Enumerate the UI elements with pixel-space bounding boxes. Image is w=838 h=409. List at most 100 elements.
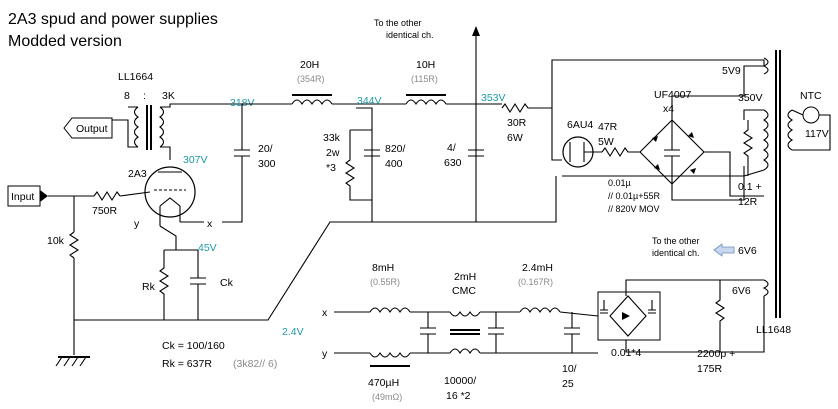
resistor-30r bbox=[501, 102, 552, 114]
bridge-top-wire bbox=[671, 65, 764, 120]
arrow-left-icon bbox=[713, 243, 735, 257]
ntc-label: NTC bbox=[800, 90, 822, 102]
ind-2-4mh-r: (0.167R) bbox=[518, 277, 553, 287]
other-ch-top-line1: To the other bbox=[374, 18, 422, 28]
cap-20-300-line2: 300 bbox=[258, 158, 276, 170]
choke-20h-r: (354R) bbox=[297, 74, 325, 84]
bridge-bottom-wire bbox=[671, 176, 745, 201]
input-port[interactable]: Input bbox=[7, 185, 48, 207]
mains-label: 117V bbox=[805, 128, 829, 140]
diodes-line1: UF4007 bbox=[654, 89, 692, 101]
ck-value: Ck = 100/160 bbox=[162, 340, 225, 352]
bridge-right-wire bbox=[704, 151, 764, 197]
capacitor-ck bbox=[190, 250, 206, 320]
res-47r-line1: 47R bbox=[598, 121, 618, 133]
filament-bridge bbox=[609, 295, 647, 337]
choke-20h-label: 20H bbox=[300, 59, 319, 71]
snubber-line2: // 0.01µ+55R bbox=[608, 191, 660, 201]
filament-winding-wires bbox=[625, 279, 765, 353]
rail-y-label: y bbox=[322, 348, 328, 360]
ind-8mh-r: (0.55R) bbox=[370, 277, 400, 287]
other-channel-6v6-port[interactable]: 6V6 bbox=[713, 243, 757, 257]
rail-segment-2 bbox=[410, 311, 450, 354]
ot-primary-bottom-lead bbox=[160, 146, 171, 160]
pt-winding-hv bbox=[762, 109, 769, 171]
filament-5v9-wire bbox=[551, 59, 765, 108]
cap-10-25-line2: 25 bbox=[562, 378, 574, 390]
tube-6au4: 6AU4 bbox=[562, 119, 602, 168]
voltage-318: 318V bbox=[230, 97, 255, 109]
rail-x-label: x bbox=[322, 307, 328, 319]
ratio-left: 8 bbox=[124, 90, 130, 102]
cap-big-line1: 10000/ bbox=[444, 375, 476, 387]
cap-820-400-line2: 400 bbox=[385, 158, 403, 170]
capacitor-10000-a bbox=[420, 312, 436, 353]
rk-label: Rk bbox=[142, 281, 156, 293]
ratio-sep: : bbox=[143, 90, 146, 102]
cap-big-line2: 16 *2 bbox=[446, 390, 471, 402]
bridge-caps bbox=[600, 300, 656, 314]
voltage-2v4: 2.4V bbox=[282, 326, 304, 338]
cap-10-25-line1: 10/ bbox=[562, 363, 577, 375]
res-30r-line2: 6W bbox=[507, 132, 523, 144]
voltage-45: 45V bbox=[198, 242, 217, 254]
inductor-8mh bbox=[369, 307, 411, 314]
tube-cathode-lead bbox=[159, 225, 177, 250]
tube-2a3-label: 2A3 bbox=[128, 168, 147, 180]
rail-segment-3 bbox=[480, 311, 598, 354]
node-344-drop bbox=[356, 107, 373, 222]
snubber-line3: // 820V MOV bbox=[608, 204, 660, 214]
voltage-350: 350V bbox=[738, 92, 763, 104]
output-transformer-label: LL1664 bbox=[118, 71, 153, 83]
rect-return-wire bbox=[562, 166, 745, 177]
snubber-resistor bbox=[742, 120, 754, 176]
voltage-307: 307V bbox=[183, 154, 208, 166]
output-arrow-icon bbox=[63, 117, 113, 139]
pt-primary bbox=[787, 109, 794, 151]
cmc-line2: CMC bbox=[452, 285, 476, 297]
other-ch-bottom-line1: To the other bbox=[652, 236, 700, 246]
rk-note: (3k82// 6) bbox=[233, 358, 277, 370]
bridge-caps-label: 0.01*4 bbox=[611, 347, 642, 359]
resistor-33k bbox=[344, 129, 372, 201]
ntc-icon bbox=[802, 106, 820, 124]
diodes-line2: x4 bbox=[663, 103, 674, 115]
other-ch-bottom-value: 6V6 bbox=[738, 245, 757, 257]
ind-470uh-label: 470µH bbox=[368, 377, 399, 389]
choke-10h bbox=[405, 99, 447, 106]
resistor-10k bbox=[68, 231, 80, 259]
other-ch-bottom-line2: identical ch. bbox=[652, 248, 700, 258]
resistor-750r bbox=[93, 190, 121, 202]
output-port[interactable]: Output bbox=[63, 117, 113, 139]
tube-6au4-label: 6AU4 bbox=[567, 119, 593, 131]
choke-20h bbox=[291, 99, 333, 106]
hv-winding-leads bbox=[743, 109, 765, 177]
cap-4-630-line1: 4/ bbox=[447, 142, 456, 154]
cmc-bottom bbox=[449, 348, 481, 355]
power-transformer: LL1648 bbox=[756, 50, 794, 336]
input-arrow-icon bbox=[40, 190, 48, 202]
capacitor-10000-b bbox=[488, 312, 504, 353]
primary-coil bbox=[159, 106, 165, 148]
ind-470uh-r: (49mΩ) bbox=[372, 392, 402, 402]
capacitor-10-25 bbox=[564, 312, 580, 353]
rk-value: Rk = 637R bbox=[162, 358, 212, 370]
secondary-coil bbox=[133, 106, 139, 148]
fil-snubber-line1: 2200p + bbox=[697, 348, 735, 360]
res-30r-line1: 30R bbox=[507, 117, 527, 129]
tube-x-label: x bbox=[207, 218, 213, 230]
pt-winding-5v9 bbox=[762, 57, 769, 75]
title-line-1: 2A3 spud and power supplies bbox=[8, 11, 218, 28]
rect-cathode-wire bbox=[551, 108, 562, 161]
resistor-750r-label: 750R bbox=[92, 205, 118, 217]
capacitor-820-400 bbox=[364, 149, 380, 157]
res-33k-line3: *3 bbox=[326, 162, 336, 174]
tube-y-label: y bbox=[134, 218, 140, 230]
input-port-label: Input bbox=[11, 191, 34, 203]
fil-snubber-line2: 175R bbox=[697, 363, 723, 375]
resistor-47r bbox=[601, 146, 640, 158]
cap-4-630-line2: 630 bbox=[444, 157, 462, 169]
inductor-2-4mh bbox=[519, 307, 561, 314]
